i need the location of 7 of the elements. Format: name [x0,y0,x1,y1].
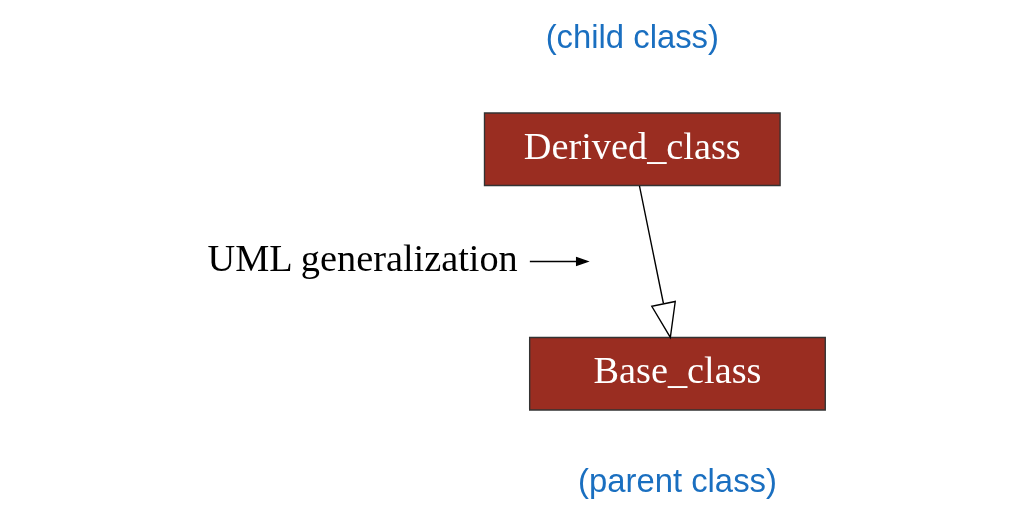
node-box: Derived_class [483,111,781,186]
node-label: (child class) [545,17,719,55]
node-box: Base_class [528,336,826,411]
node-label: (parent class) [577,461,777,499]
arrow [528,256,590,266]
arrow [638,184,676,339]
node-text: UML generalization [207,236,518,279]
